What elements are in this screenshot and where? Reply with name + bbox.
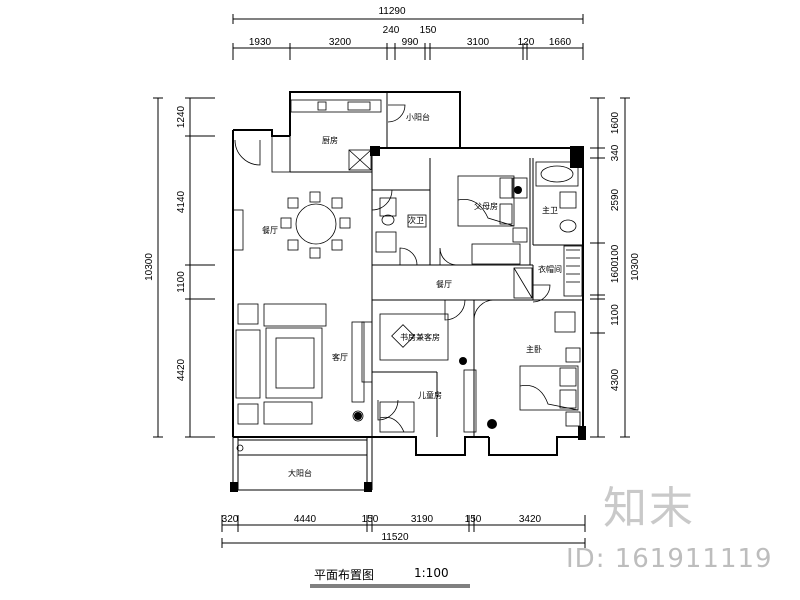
dim-top-total: 11290 [378, 6, 406, 17]
dim-top-seg: 1660 [549, 37, 572, 48]
room-label-master-bedroom: 主卧 [526, 344, 542, 354]
parents-bed [457, 175, 528, 265]
room-label-small-balcony: 小阳台 [406, 112, 430, 122]
room-label-parents-room: 父母房 [474, 201, 498, 211]
room-label-corridor: 餐厅 [436, 280, 452, 289]
master-bath-fixtures [535, 161, 579, 233]
dim-bottom-total: 11520 [381, 532, 409, 543]
potted-plants [354, 186, 522, 429]
cloakroom-storage [513, 245, 583, 299]
master-bed [463, 311, 581, 433]
dim-right-seg: 340 [610, 144, 621, 161]
right-dimension-lines [590, 97, 630, 438]
bottom-dimension-lines [221, 515, 586, 548]
room-label-master-bath: 主卫 [542, 205, 558, 215]
dim-top-seg: 990 [402, 37, 419, 48]
second-bath-fixtures [375, 197, 427, 253]
drawing-scale: 1:100 [414, 566, 449, 580]
dim-right-seg: 1600 [610, 260, 621, 283]
dim-top-seg: 1930 [249, 37, 272, 48]
structural-columns [230, 146, 586, 492]
exterior-walls [232, 91, 584, 456]
balcony-plants [236, 444, 244, 452]
room-label-living: 客厅 [332, 352, 348, 362]
dim-left-seg: 1100 [176, 271, 187, 293]
dim-left-total: 10300 [144, 253, 155, 281]
left-dimension-lines [153, 97, 215, 438]
room-label-second-bath: 次卫 [408, 215, 424, 225]
room-label-big-balcony: 大阳台 [288, 468, 312, 478]
dim-top-seg: 3100 [467, 37, 490, 48]
dim-bottom-seg: 4440 [294, 514, 317, 525]
room-label-cloakroom: 衣帽间 [538, 264, 562, 274]
dim-bottom-seg: 150 [465, 514, 482, 525]
dim-left-seg: 1240 [176, 105, 187, 128]
dining-table [232, 191, 351, 259]
dim-top-seg: 150 [420, 25, 437, 36]
room-label-study-guest: 书房兼客房 [400, 332, 440, 342]
watermark-id: ID: 161911119 [566, 544, 773, 574]
room-label-kitchen: 厨房 [322, 135, 338, 145]
dim-right-total: 10300 [630, 253, 641, 281]
dim-right-seg: 1100 [610, 304, 621, 326]
dim-right-seg: 1600 [610, 111, 621, 134]
big-balcony-outline [232, 437, 373, 491]
dim-right-seg: 100 [610, 244, 621, 261]
room-label-kids-room: 儿童房 [418, 390, 442, 400]
dim-top-seg: 120 [518, 37, 535, 48]
dim-left-seg: 4140 [176, 190, 187, 213]
kids-bed [379, 401, 415, 433]
dim-right-seg: 4300 [610, 368, 621, 391]
watermark-logo: 知末 [603, 483, 695, 534]
room-label-dining: 餐厅 [262, 226, 278, 235]
dim-bottom-seg: 320 [222, 514, 239, 525]
dim-bottom-seg: 3420 [519, 514, 542, 525]
dim-right-seg: 2590 [610, 188, 621, 211]
drawing-title-block: 平面布置图 1:100 [310, 566, 470, 588]
dim-left-seg: 4420 [176, 358, 187, 381]
dim-top-seg: 3200 [329, 37, 352, 48]
dim-bottom-seg: 150 [362, 514, 379, 525]
doors [234, 104, 551, 421]
top-dimension-lines [232, 14, 584, 60]
dim-bottom-seg: 3190 [411, 514, 434, 525]
dim-top-seg: 240 [383, 25, 400, 36]
study-desk [361, 313, 449, 383]
kitchen-counter [271, 99, 382, 173]
title-underline [310, 584, 470, 588]
living-sofa-set [235, 303, 365, 425]
drawing-title: 平面布置图 [314, 568, 375, 582]
